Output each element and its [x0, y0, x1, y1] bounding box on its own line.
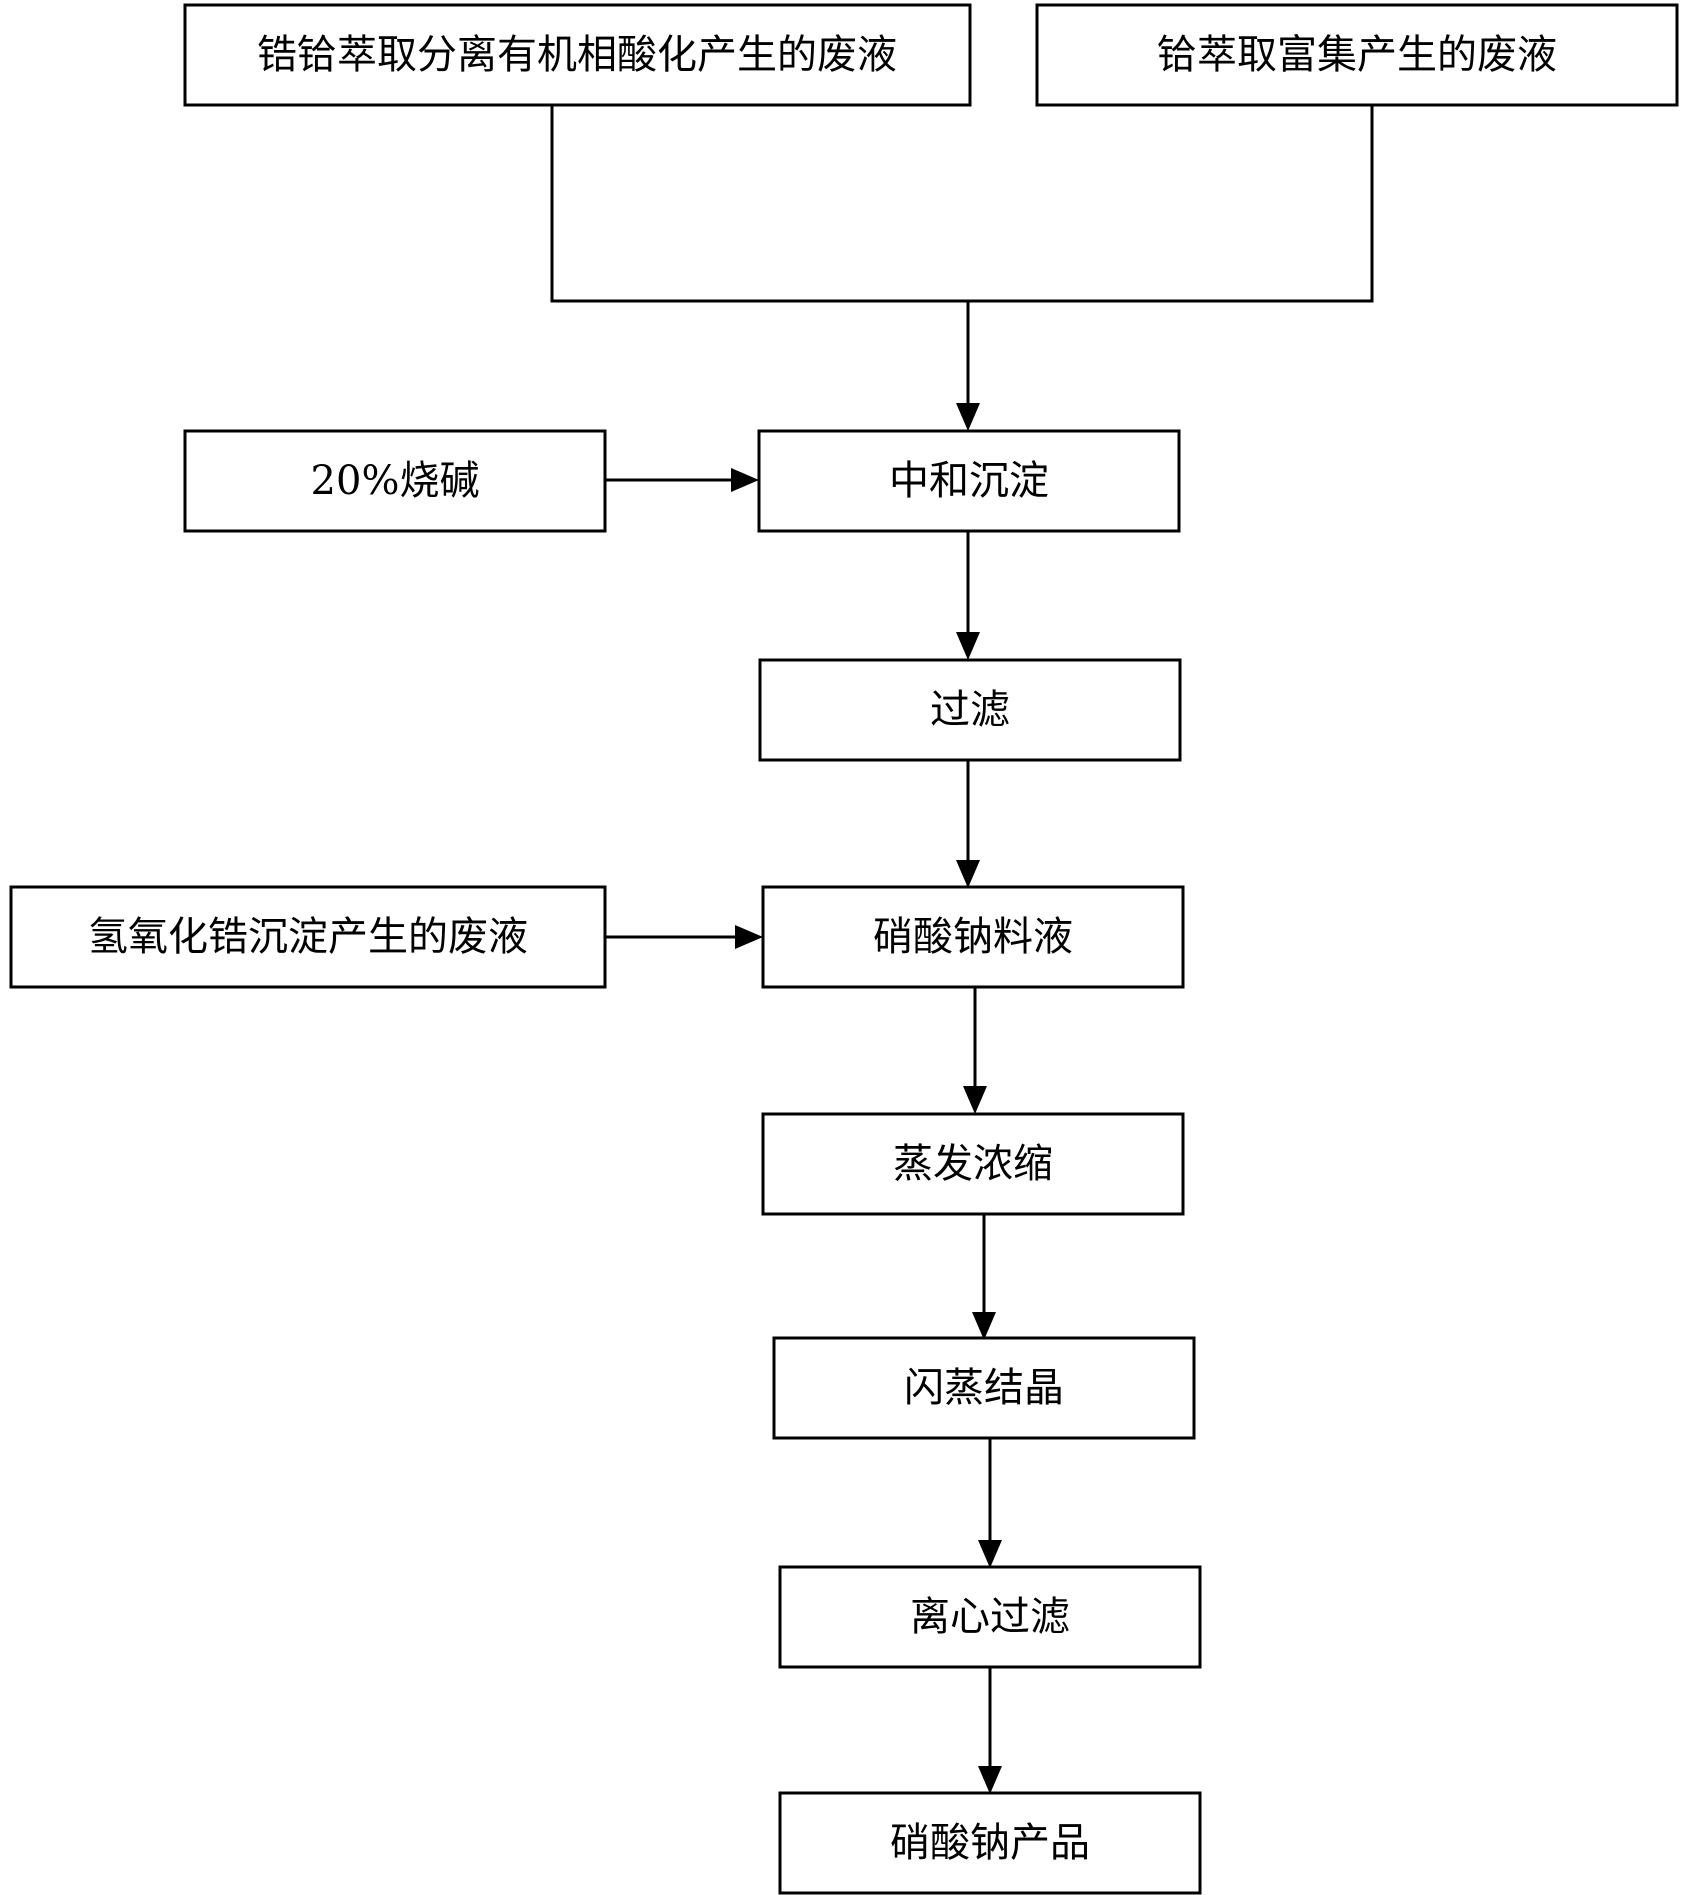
- node-filter: 过滤: [758, 658, 1182, 762]
- node-source-hf: 铪萃取富集产生的废液: [1035, 3, 1679, 107]
- node-evaporate-label: 蒸发浓缩: [893, 1141, 1053, 1187]
- connector-source-zrhf-to-merge: [550, 106, 802, 303]
- node-centrifuge: 离心过滤: [778, 1565, 1202, 1669]
- node-caustic-label: 20%烧碱: [311, 458, 480, 504]
- node-zr-hydroxide-waste: 氢氧化锆沉淀产生的废液: [9, 885, 607, 989]
- node-source-zrhf-label: 锆铪萃取分离有机相酸化产生的废液: [257, 32, 897, 78]
- node-centrifuge-label: 离心过滤: [910, 1594, 1070, 1640]
- node-flash-crystallize-label: 闪蒸结晶: [904, 1365, 1064, 1411]
- connectors: [550, 106, 1374, 1794]
- node-source-zrhf: 锆铪萃取分离有机相酸化产生的废液: [183, 3, 972, 107]
- node-neutralize-label: 中和沉淀: [889, 458, 1049, 504]
- arrowhead-caustic-to-neutralize: [731, 468, 759, 492]
- arrowhead-into-flash: [972, 1312, 996, 1340]
- arrowhead-into-neutralize: [956, 403, 980, 431]
- arrowhead-zr-waste-to-nitrate-liquor: [735, 925, 763, 949]
- node-nitrate-liquor: 硝酸钠料液: [761, 885, 1185, 989]
- node-nitrate-liquor-label: 硝酸钠料液: [873, 914, 1073, 960]
- arrowhead-into-centrifuge: [978, 1540, 1002, 1568]
- arrowhead-into-nitrate-liquor: [956, 860, 980, 888]
- node-zr-hydroxide-waste-label: 氢氧化锆沉淀产生的废液: [88, 914, 528, 960]
- node-filter-label: 过滤: [930, 687, 1010, 733]
- node-product: 硝酸钠产品: [778, 1791, 1202, 1895]
- node-evaporate: 蒸发浓缩: [761, 1112, 1185, 1216]
- arrowhead-into-evaporate: [963, 1086, 987, 1114]
- arrowhead-into-product: [978, 1766, 1002, 1794]
- node-product-label: 硝酸钠产品: [890, 1820, 1090, 1866]
- node-source-hf-label: 铪萃取富集产生的废液: [1157, 32, 1557, 78]
- node-caustic: 20%烧碱: [183, 429, 607, 533]
- node-flash-crystallize: 闪蒸结晶: [772, 1336, 1196, 1440]
- connector-source-hf-to-merge: [802, 106, 1374, 303]
- arrowhead-into-filter: [956, 632, 980, 660]
- node-neutralize: 中和沉淀: [757, 429, 1181, 533]
